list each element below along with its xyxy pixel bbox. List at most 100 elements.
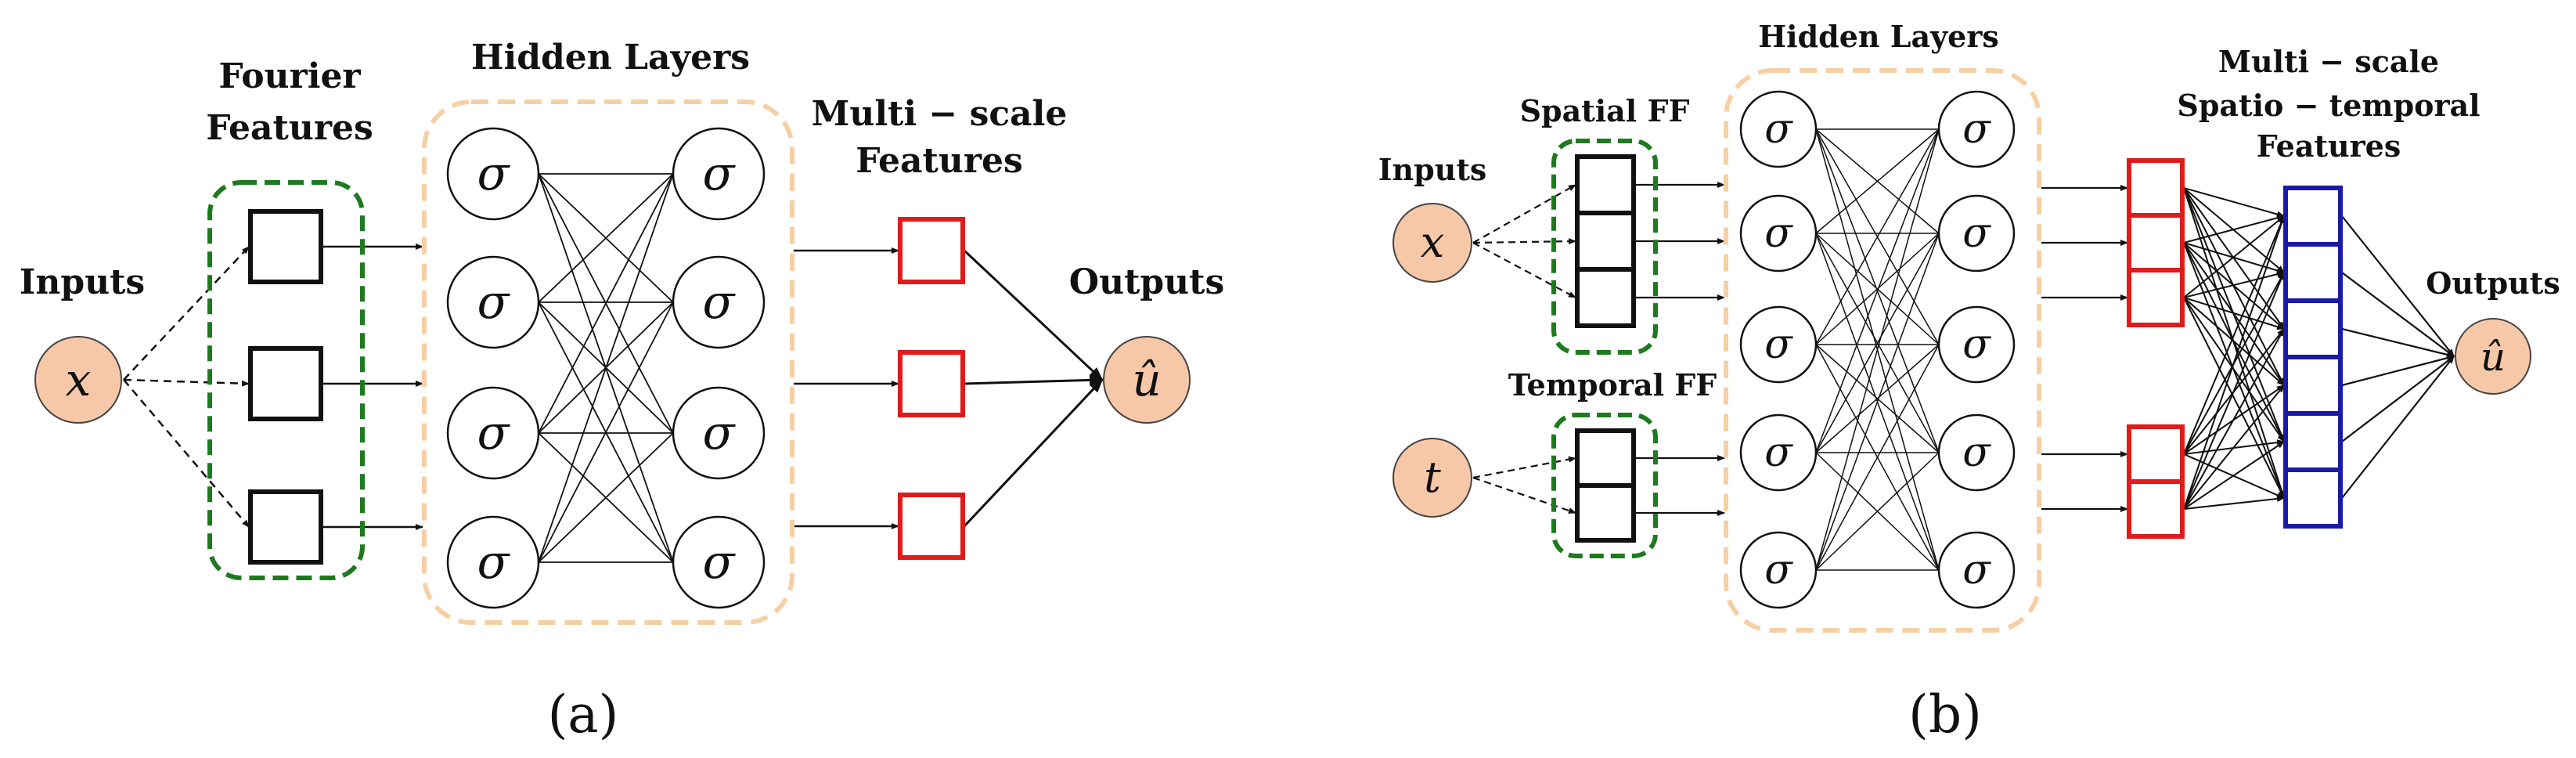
fourier-feature-node xyxy=(248,346,323,421)
hidden-connection-line xyxy=(538,173,674,563)
hidden-connection-line xyxy=(1815,452,1940,571)
spatio-temporal-node xyxy=(2283,411,2343,472)
input-to-spatial-ff-line xyxy=(1472,238,1576,245)
panel-a-lines xyxy=(123,173,1104,563)
sigma-symbol: σ xyxy=(1962,547,1991,594)
hidden-connection-line xyxy=(1815,233,1940,453)
input-node-x xyxy=(34,336,122,424)
hidden-layers-box xyxy=(422,99,794,625)
spatial-ff-node xyxy=(1575,267,1636,328)
spatio-temporal-node xyxy=(2283,242,2343,303)
input-symbol-x-b: x xyxy=(1421,218,1444,267)
spatial-multiscale-node xyxy=(2127,213,2185,273)
hidden-connection-line xyxy=(538,301,674,563)
sigma-symbol: σ xyxy=(477,406,511,460)
hidden-neuron xyxy=(1739,194,1818,273)
hidden-connection-line xyxy=(538,173,674,303)
spatio-temporal-node xyxy=(2283,186,2343,247)
input-to-fourier-line xyxy=(123,379,250,528)
temporal-ff-node xyxy=(1575,428,1636,488)
hidden-neuron xyxy=(1739,531,1818,609)
hidden-layers-label: Hidden Layers xyxy=(471,38,750,78)
sigma-symbol: σ xyxy=(477,146,511,201)
spatial-to-spatiotemporal-line xyxy=(2183,297,2285,499)
spatial-ff-node xyxy=(1575,211,1636,272)
multiscale-b-line1: Multi − scale xyxy=(2218,44,2439,79)
temporal-to-spatiotemporal-line xyxy=(2183,215,2285,510)
temporal-to-spatiotemporal-line xyxy=(2183,328,2285,510)
hidden-connection-line xyxy=(1815,128,1940,234)
feature-to-output-line xyxy=(2341,356,2455,499)
hidden-neuron xyxy=(446,255,540,349)
multiscale-b-line2: Spatio − temporal xyxy=(2177,88,2480,123)
multiscale-b-line3: Features xyxy=(2257,128,2401,164)
spatial-to-spatiotemporal-line xyxy=(2183,297,2285,442)
temporal-multiscale-node xyxy=(2127,479,2185,539)
multiscale-feature-node xyxy=(898,217,965,284)
sigma-symbol: σ xyxy=(703,406,737,460)
temporal-to-spatiotemporal-line xyxy=(2183,384,2285,510)
hidden-layers-label-b: Hidden Layers xyxy=(1758,19,1999,54)
fourier-label-line2: Features xyxy=(206,108,373,148)
feature-to-output-line xyxy=(2341,327,2455,358)
hidden-neuron xyxy=(1937,90,2016,168)
hidden-connection-line xyxy=(1815,128,1940,571)
hidden-connection-line xyxy=(1815,233,1940,571)
spatial-ff-label: Spatial FF xyxy=(1520,93,1690,128)
hidden-neuron xyxy=(672,515,766,609)
output-symbol-u: û xyxy=(1132,353,1161,406)
feature-to-output-line xyxy=(2341,272,2455,357)
multiscale-label-line2: Features xyxy=(856,141,1023,181)
spatial-to-spatiotemporal-line xyxy=(2183,187,2285,218)
temporal-multiscale-node xyxy=(2127,424,2185,484)
hidden-neuron xyxy=(1937,194,2016,273)
caption-a: (a) xyxy=(548,684,619,745)
temporal-to-spatiotemporal-line xyxy=(2183,496,2285,510)
fourier-feature-node xyxy=(248,489,323,565)
sigma-symbol: σ xyxy=(703,535,737,590)
hidden-neuron xyxy=(446,515,540,609)
fourier-feature-node xyxy=(248,209,323,284)
hidden-connection-line xyxy=(1815,233,1940,345)
input-symbol-x: x xyxy=(66,353,92,406)
input-node-t xyxy=(1392,438,1472,518)
output-node-u xyxy=(1103,336,1191,424)
sigma-symbol: σ xyxy=(1962,429,1991,476)
hidden-neuron xyxy=(446,386,540,480)
hidden-connection-line xyxy=(538,432,674,563)
hidden-connection-line xyxy=(1815,344,1940,453)
sigma-symbol: σ xyxy=(477,275,511,330)
hidden-neuron xyxy=(672,255,766,349)
feature-to-output-line xyxy=(2341,215,2455,357)
spatio-temporal-node xyxy=(2283,467,2343,529)
input-to-temporal-ff-line xyxy=(1472,456,1576,479)
hidden-layers-box-b xyxy=(1724,68,2041,633)
input-to-spatial-ff-line xyxy=(1472,184,1576,244)
feature-to-output-line xyxy=(2341,356,2455,442)
spatial-ff-box xyxy=(1551,139,1658,355)
hidden-neuron xyxy=(1937,531,2016,609)
sigma-symbol: σ xyxy=(1962,321,1991,368)
temporal-to-spatiotemporal-line xyxy=(2183,441,2285,510)
hidden-neuron xyxy=(672,386,766,480)
hidden-connection-line xyxy=(538,173,674,434)
temporal-ff-box xyxy=(1551,413,1658,558)
feature-to-output-line xyxy=(964,374,1104,386)
sigma-symbol: σ xyxy=(1764,321,1793,368)
multiscale-label-line1: Multi − scale xyxy=(812,94,1068,134)
spatial-to-spatiotemporal-line xyxy=(2183,297,2285,386)
sigma-symbol: σ xyxy=(703,146,737,201)
multiscale-feature-node xyxy=(898,350,965,417)
fourier-features-box xyxy=(207,180,365,580)
hidden-connection-line xyxy=(1815,344,1940,571)
input-to-temporal-ff-line xyxy=(1472,476,1576,514)
spatial-ff-node xyxy=(1575,154,1636,215)
inputs-label-b: Inputs xyxy=(1378,152,1487,187)
spatio-temporal-node xyxy=(2283,298,2343,359)
spatial-to-spatiotemporal-line xyxy=(2183,271,2285,298)
output-symbol-u-b: û xyxy=(2481,334,2506,380)
